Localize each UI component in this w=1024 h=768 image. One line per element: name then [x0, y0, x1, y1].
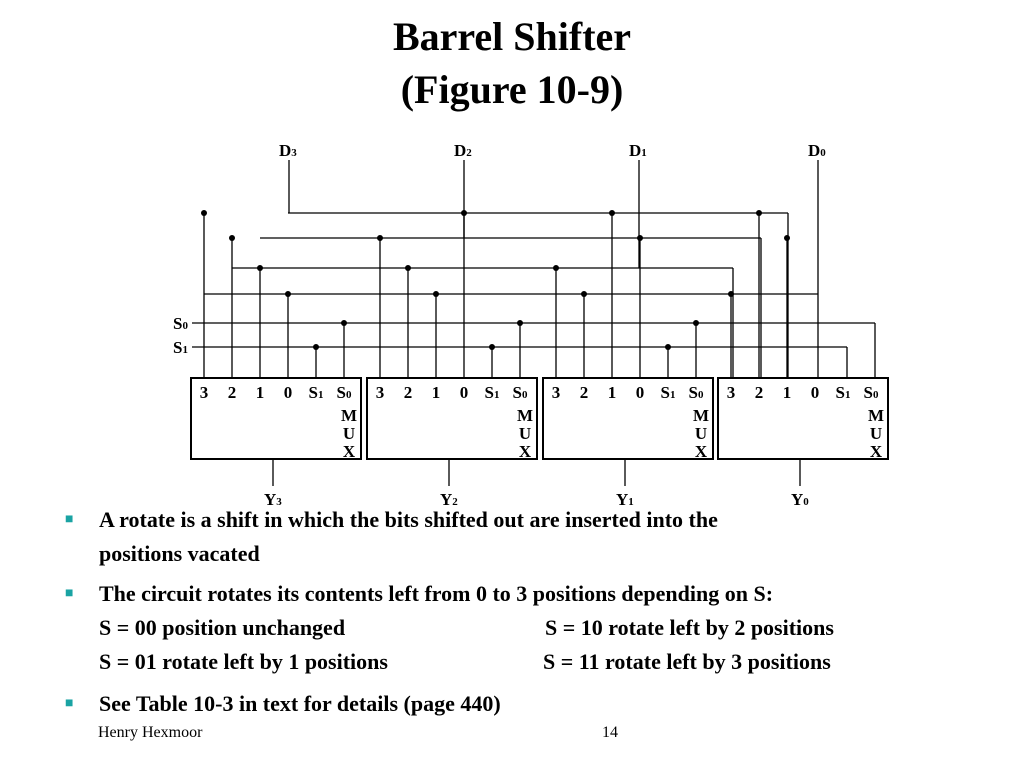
mux-pin-label: S0 — [337, 383, 352, 402]
mux-label-letter: M — [341, 406, 357, 425]
mux-label-letter: U — [343, 424, 355, 443]
bullet-text: The circuit rotates its contents left fr… — [99, 581, 774, 606]
bullet-text: S = 01 rotate left by 1 positions — [99, 649, 388, 674]
junction-dot — [553, 265, 559, 271]
junction-dot — [433, 291, 439, 297]
slide-title: Barrel Shifter — [392, 14, 632, 59]
junction-dot — [405, 265, 411, 271]
mux-pin-label: 3 — [376, 383, 385, 402]
mux-pin-label: 2 — [228, 383, 237, 402]
junction-dot — [517, 320, 523, 326]
junction-dot — [693, 320, 699, 326]
bullet-text: S = 00 position unchanged — [99, 615, 346, 640]
mux-label-letter: X — [695, 442, 708, 461]
mux-label-letter: U — [695, 424, 707, 443]
mux-label-letter: U — [519, 424, 531, 443]
junction-dot — [377, 235, 383, 241]
junction-dot — [728, 291, 734, 297]
bullet-square-icon: ■ — [65, 696, 74, 711]
mux-pin-label: 2 — [755, 383, 764, 402]
slide-subtitle: (Figure 10-9) — [400, 67, 624, 112]
bullet-text: S = 10 rotate left by 2 positions — [545, 615, 834, 640]
mux-box — [542, 377, 714, 460]
mux-pin-label: S1 — [485, 383, 500, 402]
data-output-label: Y3 — [264, 490, 282, 509]
mux-pin-label: S1 — [661, 383, 676, 402]
mux-box — [717, 377, 889, 460]
mux-pin-label: 0 — [811, 383, 820, 402]
mux-pin-label: 1 — [256, 383, 265, 402]
junction-dot — [313, 344, 319, 350]
bullet-square-icon: ■ — [65, 586, 74, 601]
footer-author: Henry Hexmoor — [98, 724, 203, 741]
mux-label-letter: M — [693, 406, 709, 425]
mux-box — [190, 377, 362, 460]
data-input-label: D3 — [279, 141, 297, 160]
data-input-label: D2 — [454, 141, 472, 160]
mux-pin-label: 2 — [580, 383, 589, 402]
mux-label-letter: X — [343, 442, 356, 461]
junction-dot — [341, 320, 347, 326]
junction-dot — [581, 291, 587, 297]
mux-pin-label: 0 — [284, 383, 293, 402]
select-input-label: S1 — [173, 338, 188, 357]
junction-dot — [637, 235, 643, 241]
data-output-label: Y2 — [440, 490, 458, 509]
mux-pin-label: 1 — [608, 383, 617, 402]
junction-dot — [609, 210, 615, 216]
junction-dot — [784, 235, 790, 241]
junction-dot — [461, 210, 467, 216]
mux-pin-label: S1 — [836, 383, 851, 402]
bullet-square-icon: ■ — [65, 512, 74, 527]
data-input-label: D1 — [629, 141, 647, 160]
bullet-text: positions vacated — [99, 541, 260, 566]
mux-pin-label: S1 — [309, 383, 324, 402]
mux-label-letter: M — [868, 406, 884, 425]
mux-label-letter: X — [519, 442, 532, 461]
bullet-text: A rotate is a shift in which the bits sh… — [99, 507, 718, 532]
junction-dot — [201, 210, 207, 216]
mux-pin-label: 3 — [552, 383, 561, 402]
mux-pin-label: 0 — [636, 383, 645, 402]
junction-dot — [285, 291, 291, 297]
mux-pin-label: S0 — [689, 383, 704, 402]
mux-pin-label: 3 — [200, 383, 209, 402]
mux-pin-label: 2 — [404, 383, 413, 402]
select-input-label: S0 — [173, 314, 188, 333]
mux-pin-label: S0 — [513, 383, 528, 402]
mux-pin-label: 3 — [727, 383, 736, 402]
junction-dot — [665, 344, 671, 350]
mux-pin-label: 0 — [460, 383, 469, 402]
data-input-label: D0 — [808, 141, 826, 160]
junction-dot — [257, 265, 263, 271]
junction-dot — [489, 344, 495, 350]
mux-label-letter: U — [870, 424, 882, 443]
mux-pin-label: 1 — [432, 383, 441, 402]
page-number: 14 — [602, 724, 618, 741]
data-output-label: Y1 — [616, 490, 634, 509]
mux-label-letter: X — [870, 442, 883, 461]
junction-dot — [756, 210, 762, 216]
bullet-text: S = 11 rotate left by 3 positions — [543, 649, 831, 674]
data-output-label: Y0 — [791, 490, 809, 509]
mux-box — [366, 377, 538, 460]
mux-pin-label: 1 — [783, 383, 792, 402]
mux-pin-label: S0 — [864, 383, 879, 402]
junction-dot — [229, 235, 235, 241]
bullet-text: See Table 10-3 in text for details (page… — [99, 691, 501, 716]
mux-label-letter: M — [517, 406, 533, 425]
